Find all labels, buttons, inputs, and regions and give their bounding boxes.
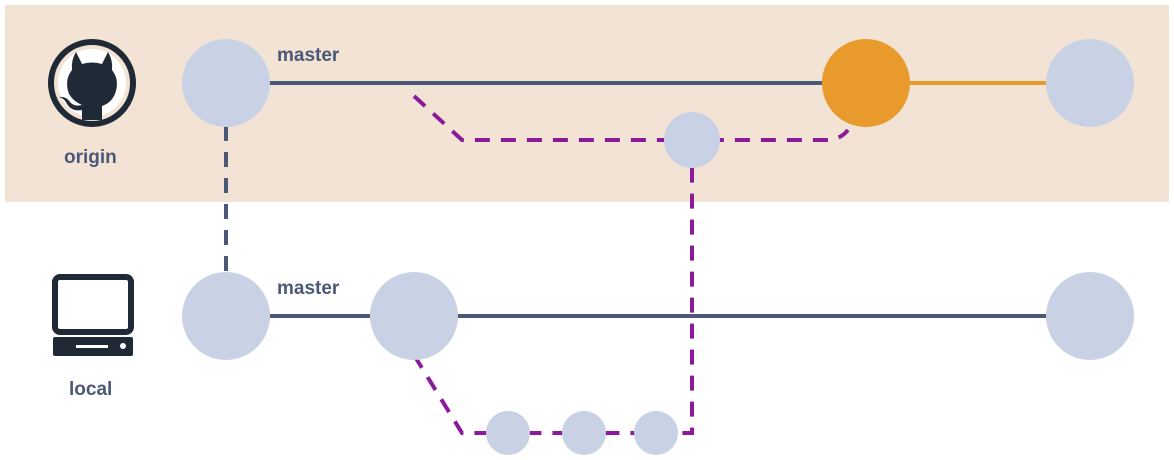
github-octocat-icon [48,39,136,127]
origin-commit-node [1046,39,1134,127]
origin-feature-commit-node [664,112,720,168]
origin-merge-commit-node [822,39,910,127]
origin-label: origin [64,147,117,168]
local-branch-label: master [277,278,340,299]
origin-branch-label: master [277,45,340,66]
local-feature-path [412,140,694,435]
local-feature-commit-node [562,411,606,455]
local-feature-commit-node [634,411,678,455]
local-label: local [69,379,113,400]
local-commit-node [1046,272,1134,360]
origin-commit-node [182,39,270,127]
computer-icon [52,274,134,356]
origin-feature-path [412,94,850,142]
origin-background-band [5,5,1169,202]
local-commit-node [370,272,458,360]
local-commit-node [182,272,270,360]
local-feature-commit-node [486,411,530,455]
